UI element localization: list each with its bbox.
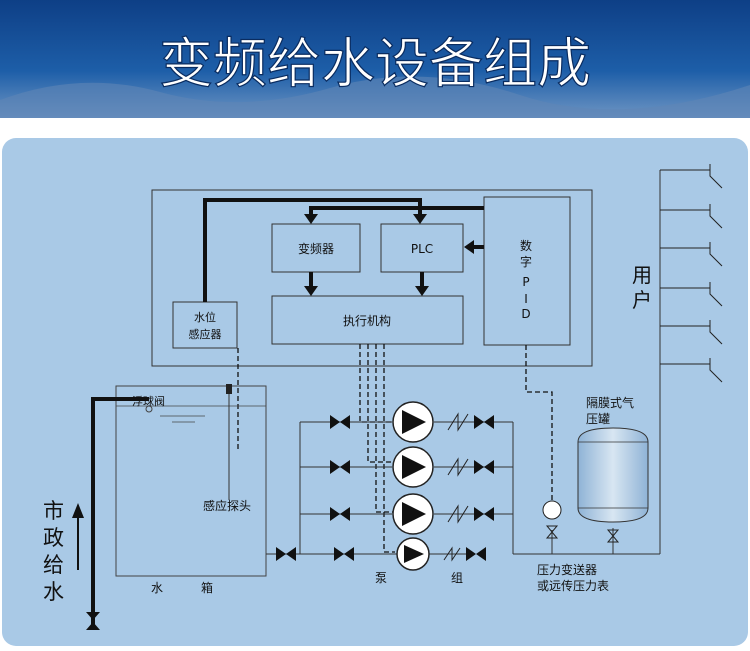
check-valves <box>443 412 469 562</box>
pump-label-right: 组 <box>451 571 463 585</box>
signal-arrows <box>304 214 474 296</box>
pid-char-4: I <box>524 292 528 306</box>
user-supply-riser <box>660 164 723 383</box>
plc-label: PLC <box>411 242 433 256</box>
pid-box <box>483 196 571 346</box>
header-banner: 变频给水设备组成 <box>0 0 750 118</box>
user-char-1: 用 <box>632 263 652 287</box>
pressure-tank-label-1: 隔膜式气 <box>586 395 634 410</box>
tank-label-right: 箱 <box>201 580 213 595</box>
tank-label-left: 水 <box>151 581 163 595</box>
inverter-box <box>271 223 361 273</box>
municipal-char-1: 市 <box>43 499 64 523</box>
transmitter-label-2: 或远传压力表 <box>537 578 609 593</box>
pump-1 <box>392 401 434 443</box>
pid-char-5: D <box>521 307 530 321</box>
pid-char-2: 字 <box>520 254 532 269</box>
municipal-char-2: 政 <box>43 526 64 550</box>
level-sensor-label-2: 感应器 <box>189 327 222 341</box>
actuator-label: 执行机构 <box>343 313 391 328</box>
municipal-char-4: 水 <box>43 580 64 604</box>
pressure-tank-label-2: 压罐 <box>586 412 610 426</box>
inverter-label: 变频器 <box>298 241 334 256</box>
probe-label: 感应探头 <box>203 498 251 513</box>
valves <box>276 415 494 561</box>
page-title: 变频给水设备组成 <box>159 32 591 95</box>
pressure-tank <box>577 427 649 543</box>
pid-char-1: 数 <box>520 238 532 253</box>
municipal-inlet-pipe <box>72 397 149 630</box>
level-sensor-label-1: 水位 <box>194 310 216 324</box>
pump-4 <box>396 537 430 571</box>
pump-3 <box>392 493 434 535</box>
diagram-panel <box>2 138 748 646</box>
pump-label-left: 泵 <box>375 571 387 585</box>
pressure-transmitter <box>542 500 562 539</box>
pid-char-3: P <box>522 275 529 289</box>
control-cabinet <box>151 189 593 367</box>
pump-2 <box>392 446 434 488</box>
transmitter-label-1: 压力变送器 <box>537 562 597 577</box>
water-tank <box>115 384 267 577</box>
municipal-char-3: 给 <box>43 553 64 577</box>
user-char-2: 户 <box>632 288 652 312</box>
